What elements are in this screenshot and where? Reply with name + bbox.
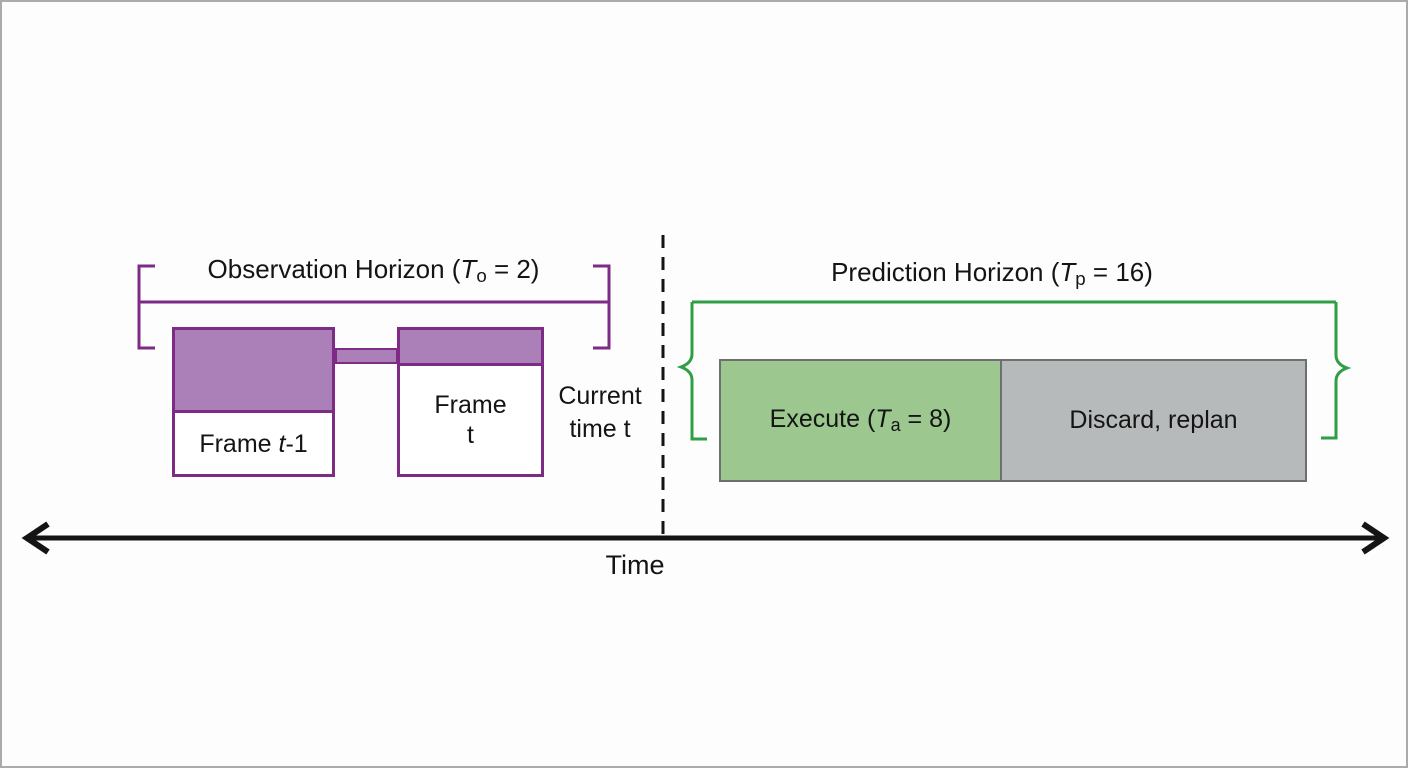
observation-horizon-title: Observation Horizon (To = 2) <box>138 253 609 292</box>
prediction-horizon-bar: Execute (Ta = 8) Discard, replan <box>719 359 1307 482</box>
frame-t-label: Frame t <box>400 366 541 474</box>
frame-t-box: Frame t <box>397 327 544 477</box>
frame-prev-italic-t: t <box>278 429 286 458</box>
frame-t-image-area <box>400 330 541 366</box>
discard-label: Discard, replan <box>1069 406 1238 434</box>
execute-label: Execute (Ta = 8) <box>770 405 952 436</box>
frame-t-minus-1-box: Frame t-1 <box>172 327 335 477</box>
prediction-title-symbol: T <box>1059 257 1076 287</box>
execute-segment: Execute (Ta = 8) <box>721 361 1002 480</box>
frame-t-minus-1-image-area <box>175 330 332 413</box>
frame-prev-suffix: -1 <box>285 429 308 458</box>
discard-segment: Discard, replan <box>1002 361 1305 480</box>
frame-t-text-line1: Frame <box>434 391 507 419</box>
prediction-brace-left <box>676 302 707 441</box>
frame-t-minus-1-text: Frame t-1 <box>199 429 307 459</box>
frame-t-minus-1-label: Frame t-1 <box>175 413 332 474</box>
time-axis-left-arrowhead <box>21 521 50 555</box>
observation-title-prefix: Observation Horizon ( <box>207 254 461 284</box>
time-axis-label: Time <box>605 550 665 580</box>
current-time-line1: Current <box>558 382 642 410</box>
prediction-brace-right <box>1321 302 1352 440</box>
current-time-label: Current time t <box>542 380 658 446</box>
frame-prev-prefix: Frame <box>199 429 279 458</box>
observation-title-subscript: o <box>476 265 487 287</box>
frame-connector <box>335 348 398 364</box>
prediction-title-prefix: Prediction Horizon ( <box>831 257 1060 287</box>
execute-subscript: a <box>890 414 901 435</box>
prediction-horizon-title: Prediction Horizon (Tp = 16) <box>664 256 1320 295</box>
current-time-line2: time t <box>569 415 631 443</box>
observation-title-symbol: T <box>460 254 477 284</box>
frame-t-text-line2: t <box>467 421 474 449</box>
execute-symbol: T <box>875 405 891 434</box>
prediction-title-subscript: p <box>1075 268 1086 290</box>
prediction-title-suffix: = 16) <box>1085 257 1153 287</box>
execute-prefix: Execute ( <box>769 405 876 434</box>
execute-suffix: = 8) <box>900 405 952 434</box>
observation-title-suffix: = 2) <box>486 254 540 284</box>
time-axis-right-arrowhead <box>1361 521 1390 555</box>
